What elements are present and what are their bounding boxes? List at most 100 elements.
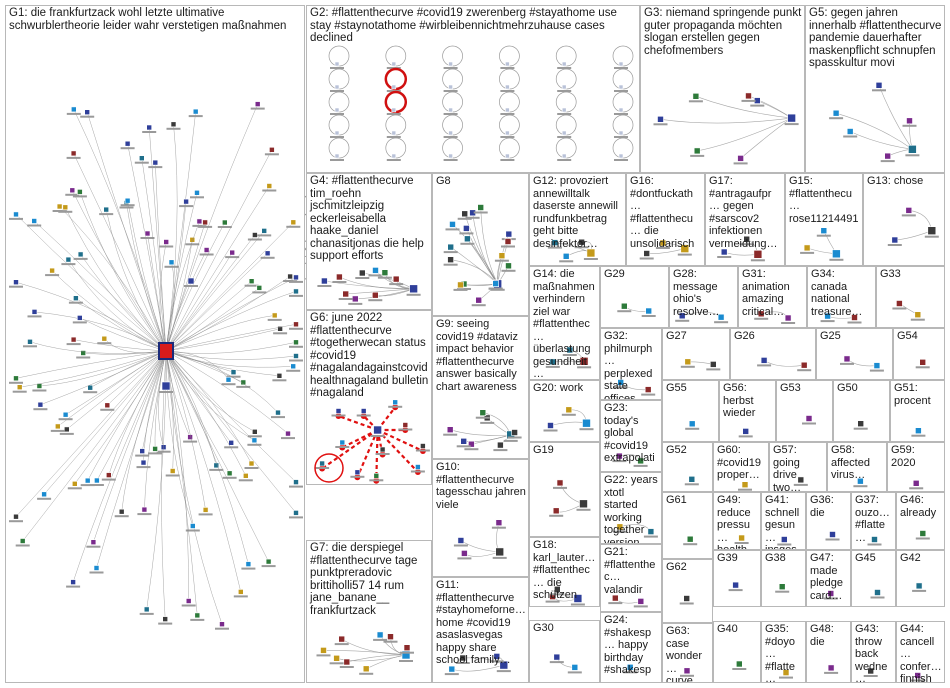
group-g35[interactable]: G35: #doyo… #flatte…	[761, 621, 806, 683]
user-node[interactable]	[230, 369, 237, 376]
user-node[interactable]	[843, 355, 851, 363]
group-g27[interactable]: G27	[662, 328, 730, 380]
user-node[interactable]	[254, 101, 261, 107]
group-g28[interactable]: G28: message ohio's resolve…	[669, 266, 738, 328]
user-node[interactable]	[168, 259, 175, 266]
user-node[interactable]	[320, 647, 327, 654]
user-node[interactable]	[797, 476, 805, 484]
user-node[interactable]	[402, 422, 409, 428]
user-node[interactable]	[277, 325, 283, 332]
user-node[interactable]	[77, 189, 83, 195]
user-node[interactable]	[612, 594, 619, 602]
user-node[interactable]	[240, 379, 247, 386]
user-node[interactable]	[93, 565, 100, 571]
user-node[interactable]	[391, 107, 397, 113]
group-g30[interactable]: G30	[529, 620, 600, 683]
user-node[interactable]	[187, 277, 195, 285]
hub-node-frankfurtzack[interactable]	[158, 342, 174, 360]
group-g60[interactable]: G60: #covid19 proper…	[713, 442, 769, 492]
user-node[interactable]	[252, 232, 258, 238]
user-node[interactable]	[13, 513, 19, 520]
user-node[interactable]	[479, 409, 487, 416]
user-node[interactable]	[447, 243, 454, 251]
user-node[interactable]	[77, 315, 83, 321]
user-node[interactable]	[493, 653, 501, 660]
user-node[interactable]	[805, 415, 813, 422]
user-node[interactable]	[360, 408, 367, 414]
user-node[interactable]	[874, 589, 881, 596]
user-node[interactable]	[293, 479, 299, 485]
user-node[interactable]	[552, 507, 560, 515]
user-node[interactable]	[94, 477, 100, 484]
user-node[interactable]	[139, 448, 145, 454]
user-node[interactable]	[553, 653, 561, 661]
user-node[interactable]	[70, 150, 77, 157]
group-g33[interactable]: G33	[876, 266, 945, 328]
user-node[interactable]	[41, 491, 47, 498]
user-node[interactable]	[339, 439, 346, 446]
user-node[interactable]	[561, 84, 567, 90]
group-g45[interactable]: G45	[851, 550, 896, 607]
user-node[interactable]	[162, 616, 168, 622]
user-node[interactable]	[319, 460, 325, 467]
user-node[interactable]	[285, 430, 291, 437]
user-node[interactable]	[16, 384, 23, 391]
user-node[interactable]	[372, 267, 379, 274]
user-node[interactable]	[13, 375, 19, 382]
user-node[interactable]	[409, 284, 418, 294]
user-node[interactable]	[565, 406, 573, 414]
user-node[interactable]	[276, 372, 283, 379]
group-g16[interactable]: G16: #dontfuckath… #flattenthecu… die un…	[626, 173, 705, 266]
user-node[interactable]	[392, 275, 400, 283]
user-node[interactable]	[226, 470, 233, 477]
user-node[interactable]	[372, 291, 379, 299]
user-node[interactable]	[754, 97, 761, 104]
user-node[interactable]	[449, 221, 456, 228]
group-g59[interactable]: G59: 2020	[887, 442, 945, 492]
group-g38[interactable]: G38	[761, 550, 806, 607]
user-node[interactable]	[732, 581, 739, 589]
group-g19[interactable]: G19	[529, 442, 600, 537]
user-node[interactable]	[448, 130, 453, 136]
group-g52[interactable]: G52	[662, 442, 713, 492]
user-node[interactable]	[505, 262, 512, 270]
user-node[interactable]	[459, 654, 467, 662]
user-node[interactable]	[251, 437, 258, 444]
user-node[interactable]	[336, 273, 343, 281]
user-node[interactable]	[579, 499, 588, 509]
user-node[interactable]	[803, 244, 811, 252]
user-node[interactable]	[245, 561, 252, 567]
user-node[interactable]	[915, 427, 922, 435]
user-node[interactable]	[222, 219, 228, 226]
group-g11[interactable]: G11: #flattenthecurve #stayhomeforne… ho…	[432, 577, 529, 683]
group-g20[interactable]: G20: work	[529, 380, 600, 442]
user-node[interactable]	[686, 535, 694, 543]
user-node[interactable]	[84, 477, 91, 484]
user-node[interactable]	[391, 153, 397, 159]
user-node[interactable]	[104, 402, 111, 409]
user-node[interactable]	[261, 228, 267, 234]
user-node[interactable]	[692, 93, 700, 100]
group-g26[interactable]: G26	[730, 328, 816, 380]
user-node[interactable]	[620, 302, 628, 310]
user-node[interactable]	[645, 307, 653, 315]
user-node[interactable]	[493, 279, 503, 289]
user-node[interactable]	[213, 462, 220, 469]
user-node[interactable]	[464, 235, 471, 243]
user-node[interactable]	[683, 667, 691, 675]
user-node[interactable]	[392, 399, 398, 406]
user-node[interactable]	[27, 338, 33, 345]
user-node[interactable]	[549, 593, 556, 600]
user-node[interactable]	[618, 130, 624, 136]
user-node[interactable]	[269, 147, 275, 153]
user-node[interactable]	[333, 655, 340, 662]
group-g7[interactable]: G7: die derspiegel #flattenthecurve tage…	[306, 540, 432, 683]
user-node[interactable]	[420, 443, 426, 449]
user-node[interactable]	[757, 310, 765, 318]
user-node[interactable]	[275, 409, 281, 416]
group-g1[interactable]: G1: die frankfurtzack wohl letzte ultima…	[5, 5, 305, 683]
user-node[interactable]	[354, 469, 361, 476]
user-node[interactable]	[495, 547, 505, 557]
user-node[interactable]	[351, 295, 359, 303]
user-node[interactable]	[720, 248, 728, 256]
